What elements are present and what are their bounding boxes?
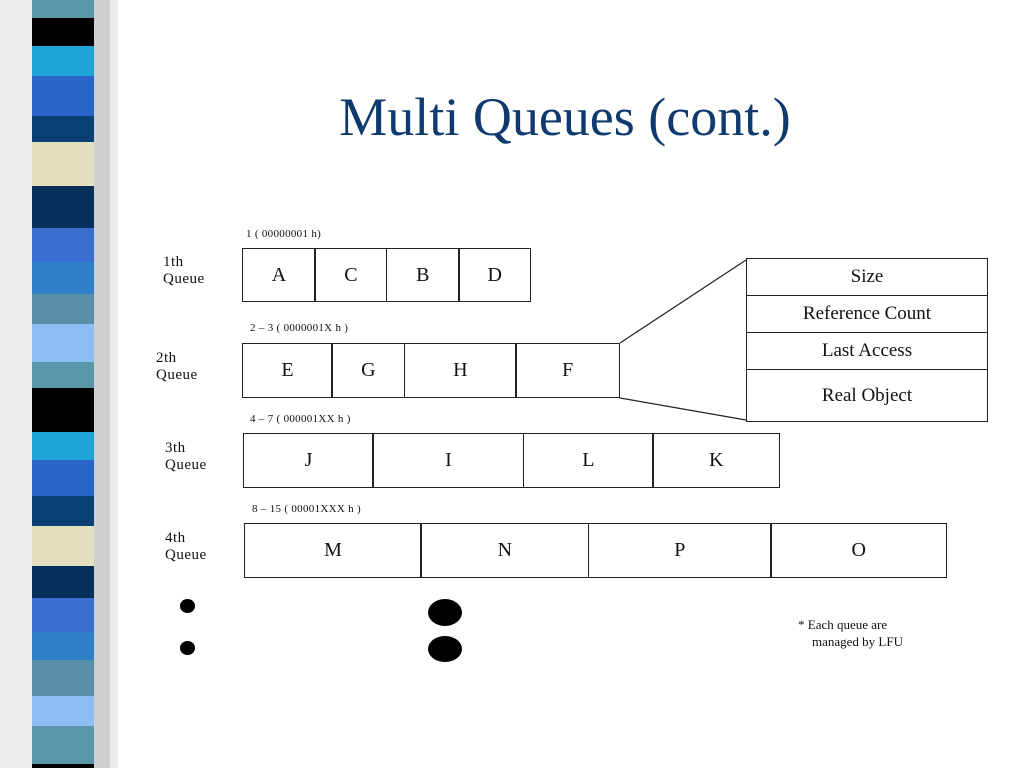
queue-2-item: E	[242, 343, 333, 398]
stripe-block	[32, 324, 94, 362]
stripe-block	[32, 228, 94, 262]
field-real-object: Real Object	[821, 384, 913, 406]
ellipsis-dot	[180, 599, 195, 613]
stripe-block	[32, 46, 94, 76]
queue-1-item: C	[314, 248, 388, 302]
queue-1-range: 1 ( 00000001 h)	[246, 228, 322, 240]
queue-2-item: G	[331, 343, 406, 398]
queue-2-range: 2 – 3 ( 0000001X h )	[250, 322, 349, 334]
queue-2-label: 2th Queue	[156, 350, 198, 383]
stripe-block	[32, 566, 94, 598]
stripe-block	[32, 726, 94, 764]
queue-4-label: 4th Queue	[165, 530, 207, 563]
stripe-block	[32, 432, 94, 460]
queue-1-item: B	[385, 248, 460, 302]
queue-1-item: A	[242, 248, 316, 302]
stripe-block	[32, 0, 94, 18]
stripe-block	[32, 262, 94, 294]
stripe-block	[32, 460, 94, 496]
decorative-stripe	[0, 0, 118, 768]
stripe-block	[32, 764, 94, 768]
stripe-block	[32, 598, 94, 632]
lfu-note: * Each queue are managed by LFU	[798, 617, 903, 649]
queue-3-item: J	[243, 433, 374, 488]
stripe-block	[32, 660, 94, 696]
connector-top	[619, 259, 747, 344]
field-size: Size	[747, 259, 987, 297]
stripe-block	[32, 526, 94, 566]
stripe-block	[32, 116, 94, 142]
stripe-block	[32, 696, 94, 726]
queue-2-row: E G H F	[242, 343, 621, 398]
queue-4-item: N	[420, 523, 590, 578]
queue-2-item: F	[515, 343, 621, 398]
stripe-shadow	[92, 0, 110, 768]
queue-3-label: 3th Queue	[165, 440, 207, 473]
stripe-block	[32, 388, 94, 432]
stripe-block	[32, 76, 94, 116]
stripe-block	[32, 496, 94, 526]
queue-1-row: A C B D	[242, 248, 532, 302]
queue-3-item: I	[372, 433, 525, 488]
queue-4-range: 8 – 15 ( 00001XXX h )	[252, 503, 361, 515]
entry-structure-box: Size Reference Count Last Access Real Ob…	[746, 258, 988, 422]
stripe-block	[32, 632, 94, 660]
stripe-block	[32, 294, 94, 324]
queue-1-item: D	[458, 248, 532, 302]
ellipsis-dot	[180, 641, 195, 655]
queue-3-item: L	[522, 433, 654, 488]
stripe-block	[32, 362, 94, 388]
queue-4-item: P	[587, 523, 772, 578]
slide-title: Multi Queues (cont.)	[339, 87, 791, 147]
stripe-block	[32, 186, 94, 228]
ellipsis-dot	[428, 636, 462, 662]
connector-bottom	[619, 397, 747, 421]
queue-4-row: M N P O	[244, 523, 948, 578]
queue-4-item: O	[770, 523, 948, 578]
queue-2-item: H	[403, 343, 517, 398]
queue-3-range: 4 – 7 ( 000001XX h )	[250, 413, 351, 425]
field-reference-count: Reference Count	[747, 296, 987, 334]
queue-3-row: J I L K	[243, 433, 781, 488]
ellipsis-dot	[428, 599, 462, 626]
stripe-block	[32, 18, 94, 46]
queue-1-label: 1th Queue	[163, 254, 205, 287]
stripe-block	[32, 142, 94, 186]
field-last-access: Last Access	[747, 333, 987, 371]
queue-4-item: M	[244, 523, 422, 578]
queue-3-item: K	[652, 433, 781, 488]
